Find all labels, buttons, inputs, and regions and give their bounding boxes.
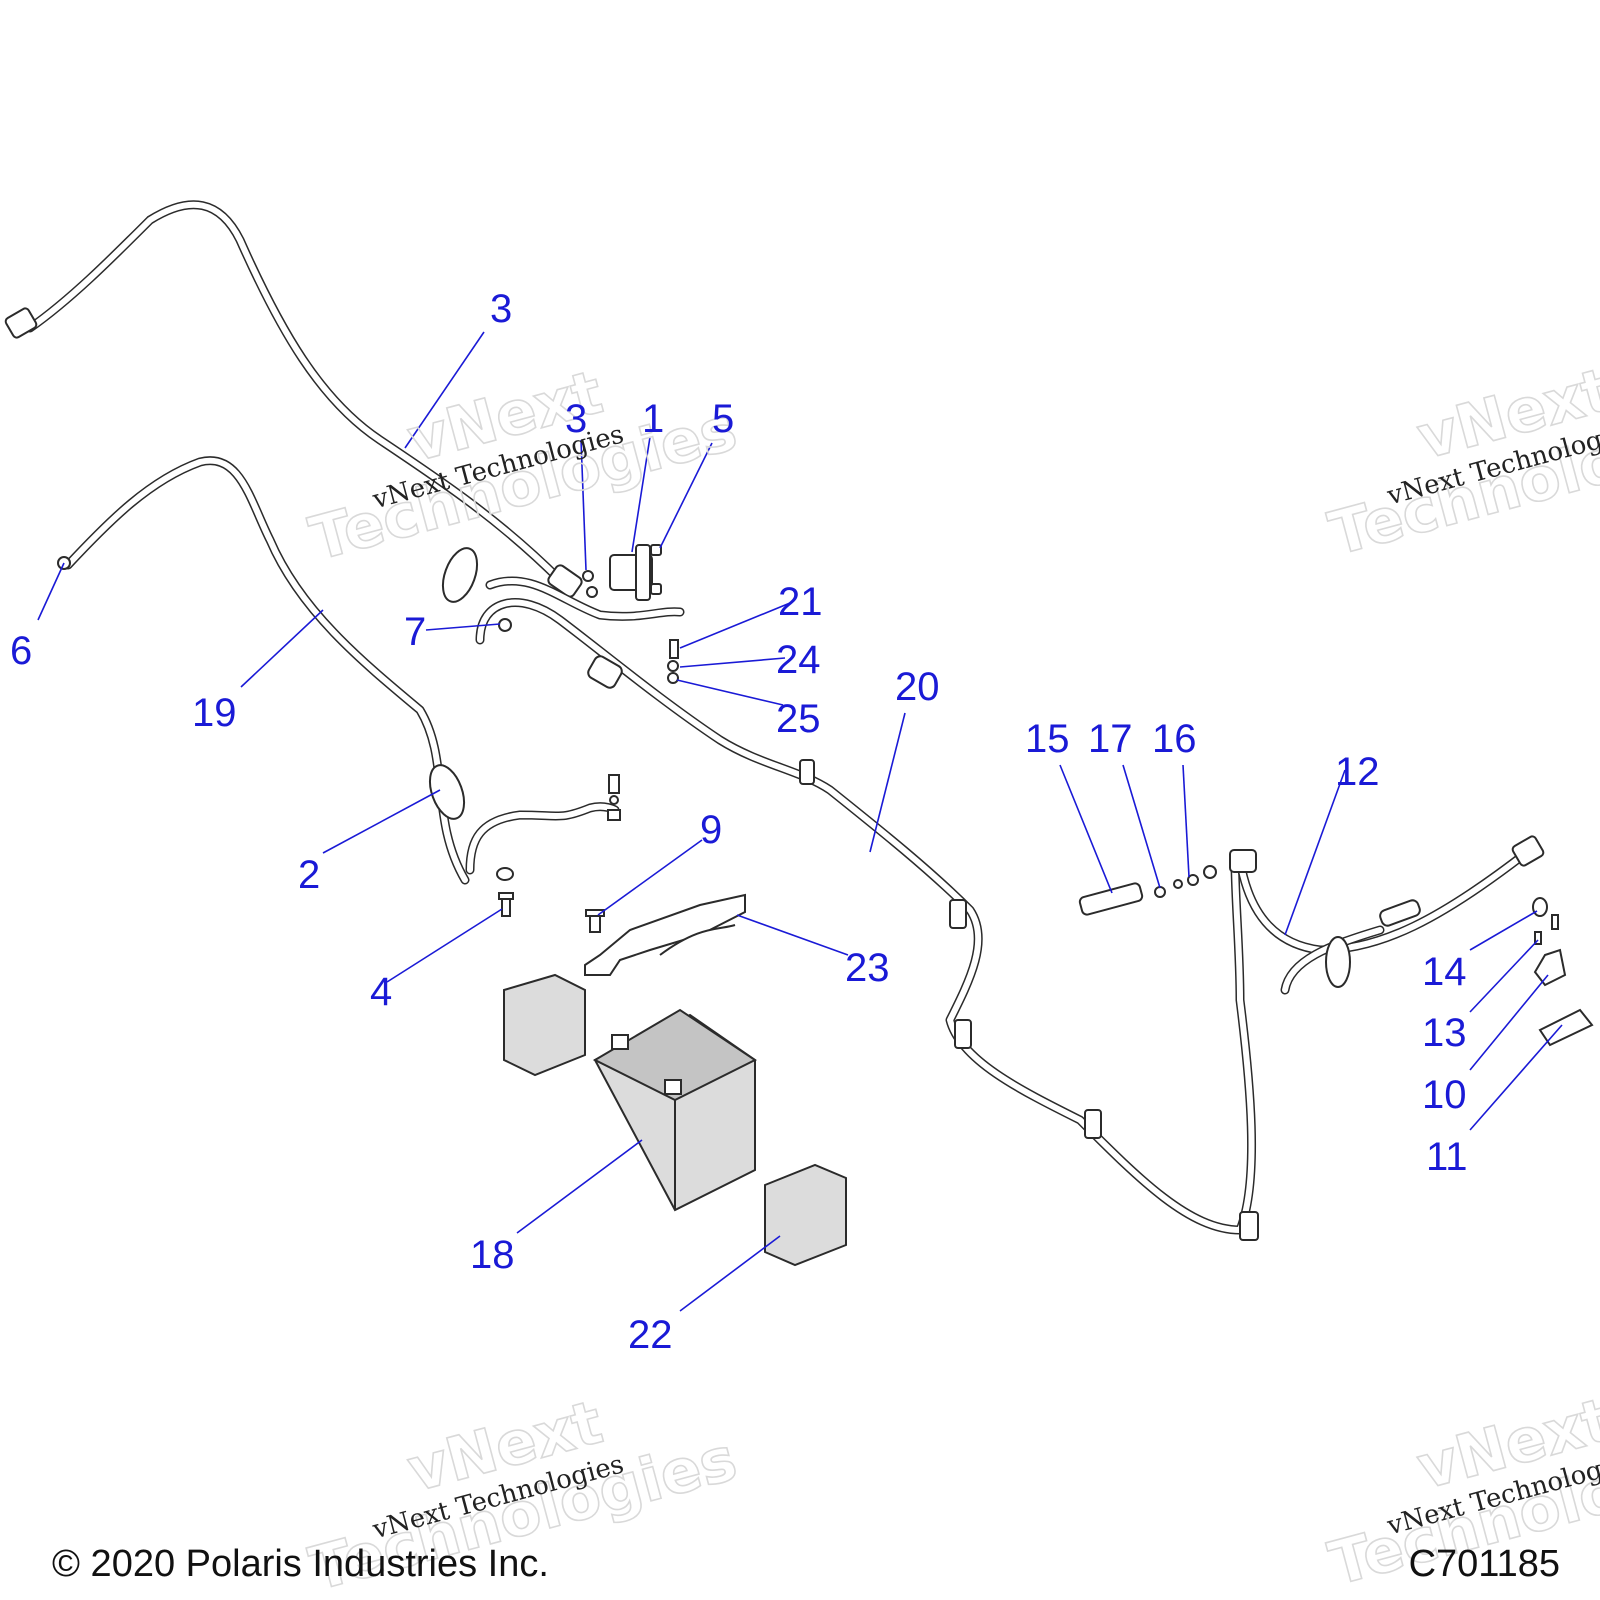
callout-3[interactable]: 3	[565, 397, 587, 441]
callout-25[interactable]: 25	[776, 697, 821, 741]
pad-lower	[764, 1163, 847, 1267]
callout-3[interactable]: 3	[490, 287, 512, 331]
callout-23[interactable]: 23	[845, 946, 890, 990]
watermark-top-right: vNext Technologies vNext Technologies	[1321, 354, 1600, 570]
callout-20[interactable]: 20	[895, 665, 940, 709]
callout-21[interactable]: 21	[778, 580, 823, 624]
callout-15[interactable]: 15	[1025, 717, 1070, 761]
callout-22[interactable]: 22	[628, 1313, 673, 1357]
callout-7[interactable]: 7	[404, 610, 426, 654]
bolt-9	[585, 909, 605, 933]
cable-12	[1229, 835, 1545, 995]
callout-24[interactable]: 24	[776, 638, 821, 682]
callout-12[interactable]: 12	[1335, 750, 1380, 794]
hardware-16-17	[1154, 865, 1217, 898]
bolt-5	[650, 544, 662, 595]
cable-3	[4, 200, 583, 598]
bracket-23	[584, 893, 746, 976]
bolt-21	[667, 639, 679, 684]
hardware-10-14	[1532, 897, 1594, 1047]
bolt-4	[498, 892, 514, 917]
callout-19[interactable]: 19	[192, 691, 237, 735]
cable-19	[57, 456, 470, 885]
callout-2[interactable]: 2	[298, 853, 320, 897]
leader-lines	[37, 331, 1563, 1312]
battery-18	[592, 1008, 757, 1212]
copyright-notice: © 2020 Polaris Industries Inc.	[52, 1543, 549, 1585]
nut-7	[498, 618, 512, 632]
callout-13[interactable]: 13	[1422, 1011, 1467, 1055]
callout-6[interactable]: 6	[10, 629, 32, 673]
callout-9[interactable]: 9	[700, 808, 722, 852]
callout-4[interactable]: 4	[370, 970, 392, 1014]
relay-1	[609, 544, 653, 601]
cable-2	[428, 764, 620, 881]
callout-18[interactable]: 18	[470, 1233, 515, 1277]
cable-tie	[441, 547, 479, 603]
figure-id: C701185	[1408, 1543, 1560, 1585]
cable-20	[475, 576, 1259, 1241]
pad-upper	[503, 973, 586, 1077]
callout-17[interactable]: 17	[1088, 717, 1133, 761]
callouts: 3 3 1 5 6 7 19 2 4 9 23 21 24 25 20 15 1…	[10, 287, 1468, 1357]
callout-11[interactable]: 11	[1426, 1135, 1468, 1179]
callout-14[interactable]: 14	[1422, 950, 1467, 994]
hardware-terminal	[607, 774, 621, 821]
callout-5[interactable]: 5	[712, 397, 734, 441]
callout-1[interactable]: 1	[642, 397, 664, 441]
nut-3	[582, 570, 598, 598]
callout-16[interactable]: 16	[1152, 717, 1197, 761]
block-15	[1078, 882, 1144, 916]
callout-10[interactable]: 10	[1422, 1073, 1467, 1117]
